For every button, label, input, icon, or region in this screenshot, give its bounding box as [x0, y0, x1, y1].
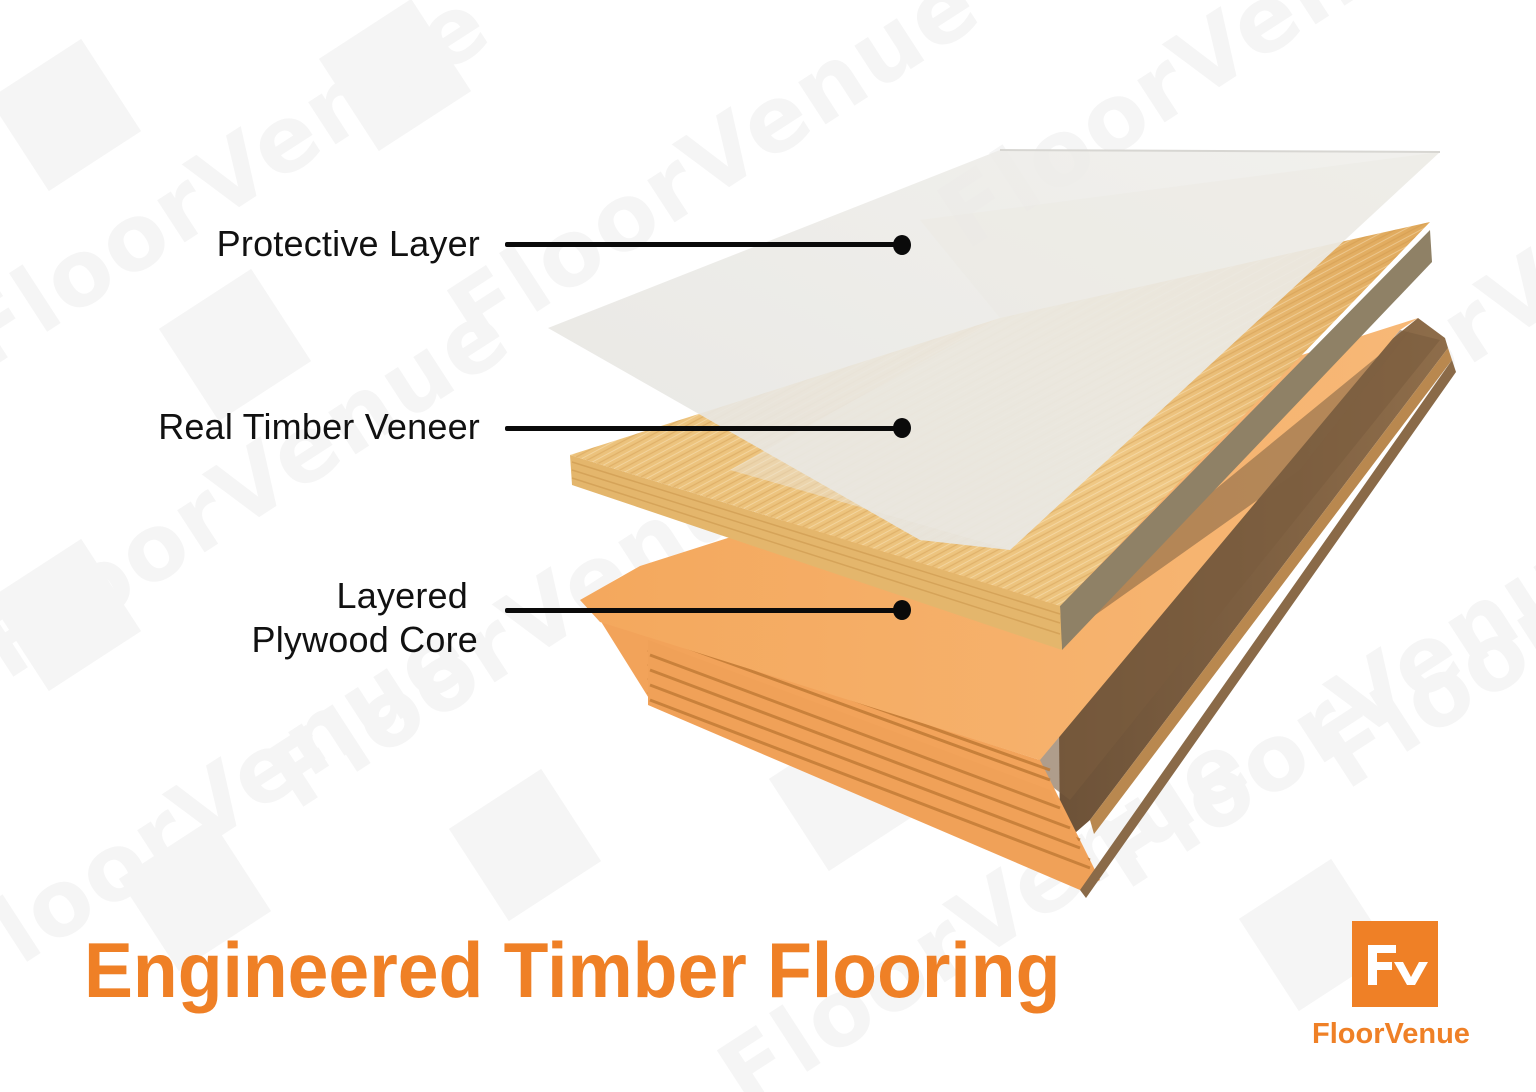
floorvenue-logo-icon: [1352, 921, 1438, 1007]
leader-dot-protective-layer: [893, 235, 911, 255]
leader-line-real-timber-veneer: [505, 426, 901, 431]
leader-dot-layered-plywood-core: [893, 600, 911, 620]
brand-name: FloorVenue: [1312, 1018, 1470, 1050]
label-real-timber-veneer-text: Real Timber Veneer: [158, 406, 480, 447]
page-title: Engineered Timber Flooring: [84, 926, 1061, 1014]
label-layered-plywood-core-line2: Plywood Core: [251, 619, 478, 660]
leader-line-layered-plywood-core: [505, 608, 901, 613]
label-real-timber-veneer: Real Timber Veneer: [158, 405, 480, 449]
label-protective-layer-text: Protective Layer: [216, 223, 480, 264]
label-layered-plywood-core-line1: Layered: [336, 575, 468, 616]
label-layered-plywood-core: Layered Plywood Core: [251, 574, 478, 662]
leader-line-protective-layer: [505, 242, 901, 247]
label-protective-layer: Protective Layer: [217, 222, 480, 266]
protective-layer: [548, 149, 1441, 550]
leader-dot-real-timber-veneer: [893, 418, 911, 438]
